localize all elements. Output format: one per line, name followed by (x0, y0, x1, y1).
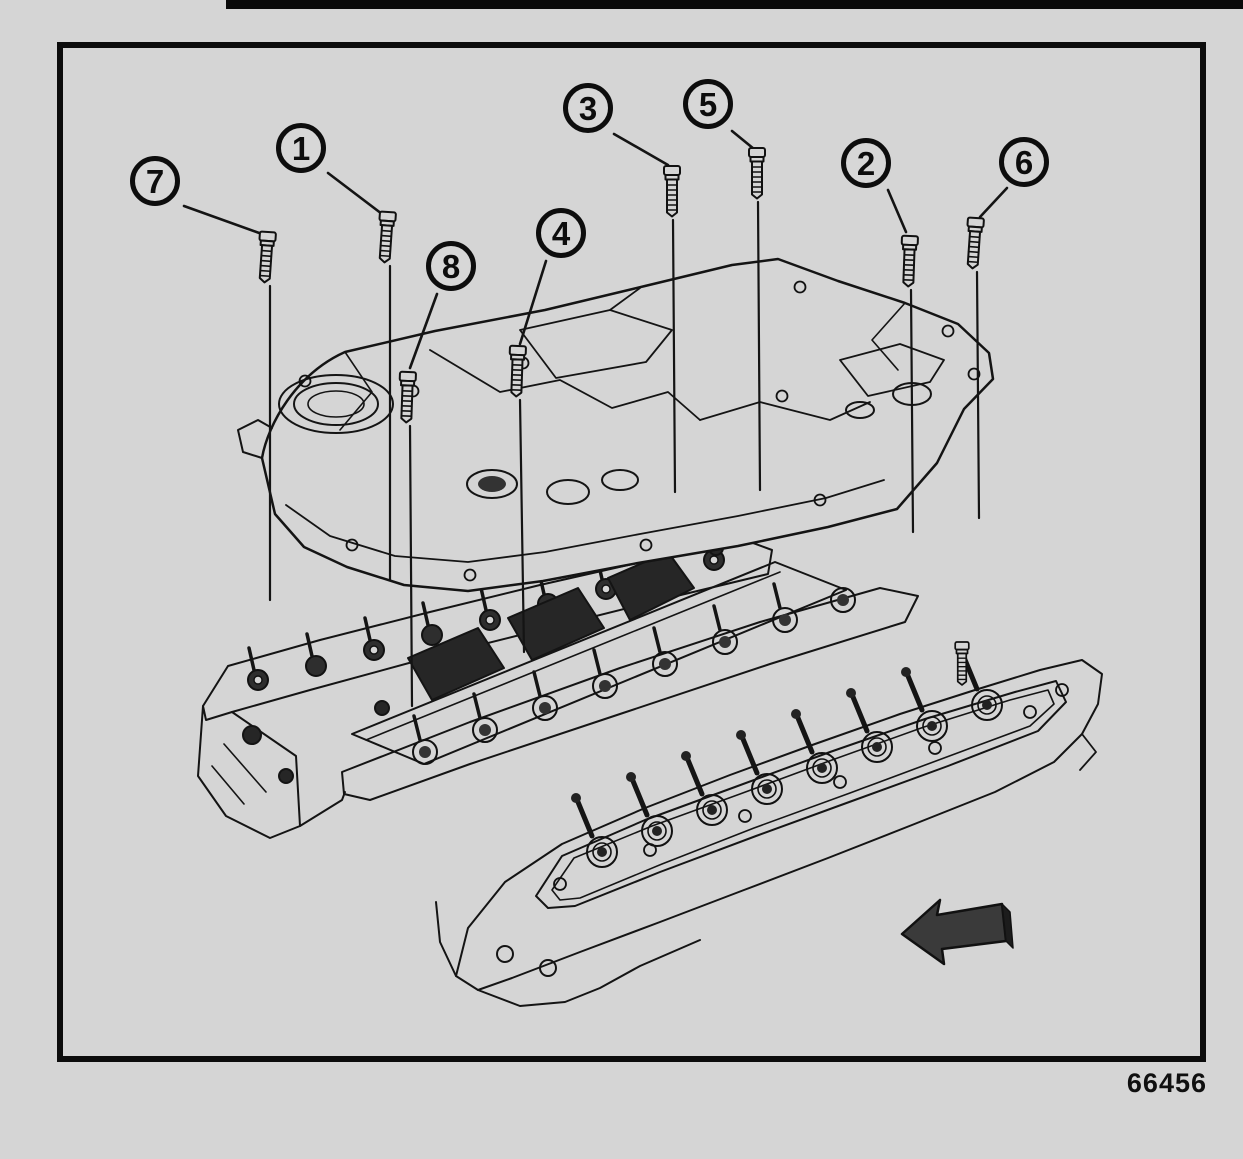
leader-line-4 (518, 259, 548, 346)
callout-bubble-1: 1 (276, 123, 326, 173)
bolt-icon-7 (255, 230, 277, 284)
bolt-guide-line-3 (671, 218, 677, 494)
bolt-guide-line-4 (518, 398, 526, 654)
callout-label: 6 (1014, 143, 1034, 181)
leader-line-2 (886, 188, 908, 234)
callout-bubble-6: 6 (999, 137, 1049, 187)
leader-line-8 (408, 292, 439, 370)
callout-label: 7 (145, 162, 165, 200)
bolt-icon-5 (748, 147, 766, 200)
leader-line-5 (730, 129, 756, 151)
callout-bubble-3: 3 (563, 83, 613, 133)
callout-label: 2 (856, 144, 876, 182)
bolt-icon-1 (375, 210, 397, 264)
callout-bubble-5: 5 (683, 79, 733, 129)
bolt-icon-2 (899, 234, 919, 288)
callout-label: 3 (578, 89, 598, 127)
callout-leader-lines (182, 129, 1009, 370)
callout-label: 5 (698, 85, 718, 123)
callout-label: 1 (291, 129, 311, 167)
bolt-guide-lines (268, 200, 981, 708)
callout-bubble-2: 2 (841, 138, 891, 188)
leader-line-1 (326, 171, 384, 216)
engine-block-drawing (197, 539, 1103, 1007)
callout-label: 8 (441, 247, 461, 285)
head-stud-bolt-icon (954, 641, 970, 686)
leader-line-3 (612, 132, 670, 167)
callout-bubble-8: 8 (426, 241, 476, 291)
bolt-guide-line-8 (408, 424, 414, 708)
figure-number: 66456 (1126, 1068, 1207, 1098)
bolt-guide-line-5 (756, 200, 762, 492)
figure-border (57, 42, 1206, 1062)
callout-label: 4 (551, 214, 571, 252)
bolt-guide-line-6 (975, 270, 981, 520)
bolt-guide-line-2 (909, 288, 915, 534)
page-top-rule (226, 0, 1243, 9)
leader-line-7 (182, 204, 264, 236)
front-direction-arrow-icon (900, 898, 1014, 966)
bolt-icon-6 (963, 216, 985, 270)
callout-bubble-4: 4 (536, 208, 586, 258)
leader-line-6 (978, 186, 1009, 219)
intake-manifold-drawing (237, 257, 995, 593)
bolt-icon-3 (663, 165, 681, 218)
callout-bubble-7: 7 (130, 156, 180, 206)
